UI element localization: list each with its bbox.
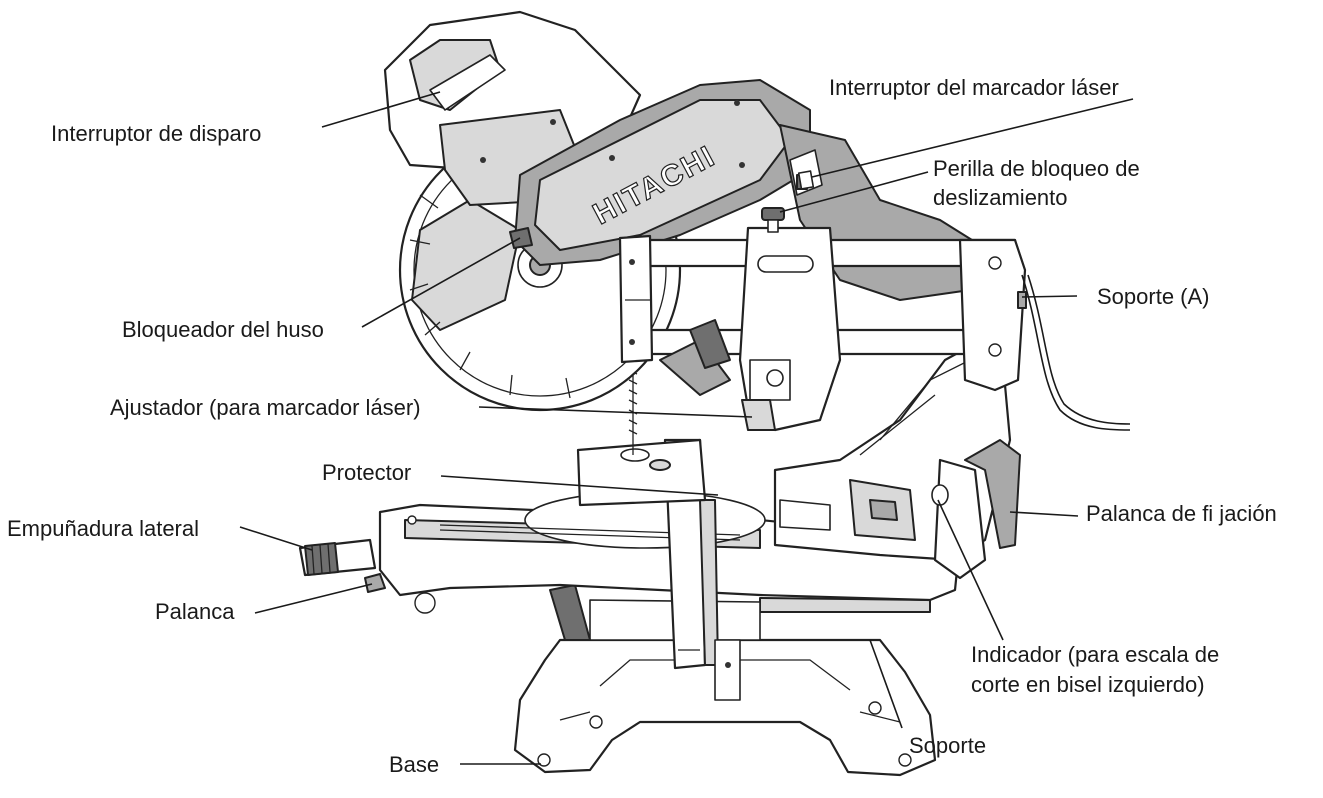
lever-part (364, 573, 386, 593)
label-side-handle: Empuñadura lateral (7, 516, 199, 541)
belt-cover: HITACHI (514, 79, 811, 266)
motor-handle (383, 10, 642, 206)
support-a (958, 238, 1027, 392)
label-support-a: Soporte (A) (1097, 284, 1210, 309)
label-slide-lock-knob-2: deslizamiento (933, 185, 1068, 210)
label-lever: Palanca (155, 599, 235, 624)
label-clamp-lever: Palanca de fi jación (1086, 501, 1277, 526)
pillar-block (576, 438, 707, 507)
laser-switch (797, 170, 815, 190)
leader-lines (239, 91, 1134, 765)
label-holder: Soporte (909, 733, 986, 758)
slide-carriage (738, 226, 842, 432)
dust-hose (659, 319, 731, 396)
label-indicator-1: Indicador (para escala de (971, 642, 1219, 667)
label-slide-lock-knob-1: Perilla de bloqueo de (933, 156, 1140, 181)
spindle-lock-pin (509, 227, 533, 249)
labels: Interruptor de disparo Interruptor del m… (7, 75, 1277, 777)
label-guard: Protector (322, 460, 411, 485)
power-cord (1021, 274, 1131, 431)
clamp-lever (931, 439, 1021, 580)
label-spindle-lock: Bloqueador del huso (122, 317, 324, 342)
base-casting (513, 638, 937, 777)
label-indicator-2: corte en bisel izquierdo) (971, 672, 1205, 697)
label-laser-adjuster: Ajustador (para marcador láser) (110, 395, 421, 420)
slide-lock-knob (761, 207, 785, 233)
side-handle (298, 538, 377, 577)
label-laser-switch: Interruptor del marcador láser (829, 75, 1119, 100)
label-trigger-switch: Interruptor de disparo (51, 121, 261, 146)
label-base: Base (389, 752, 439, 777)
